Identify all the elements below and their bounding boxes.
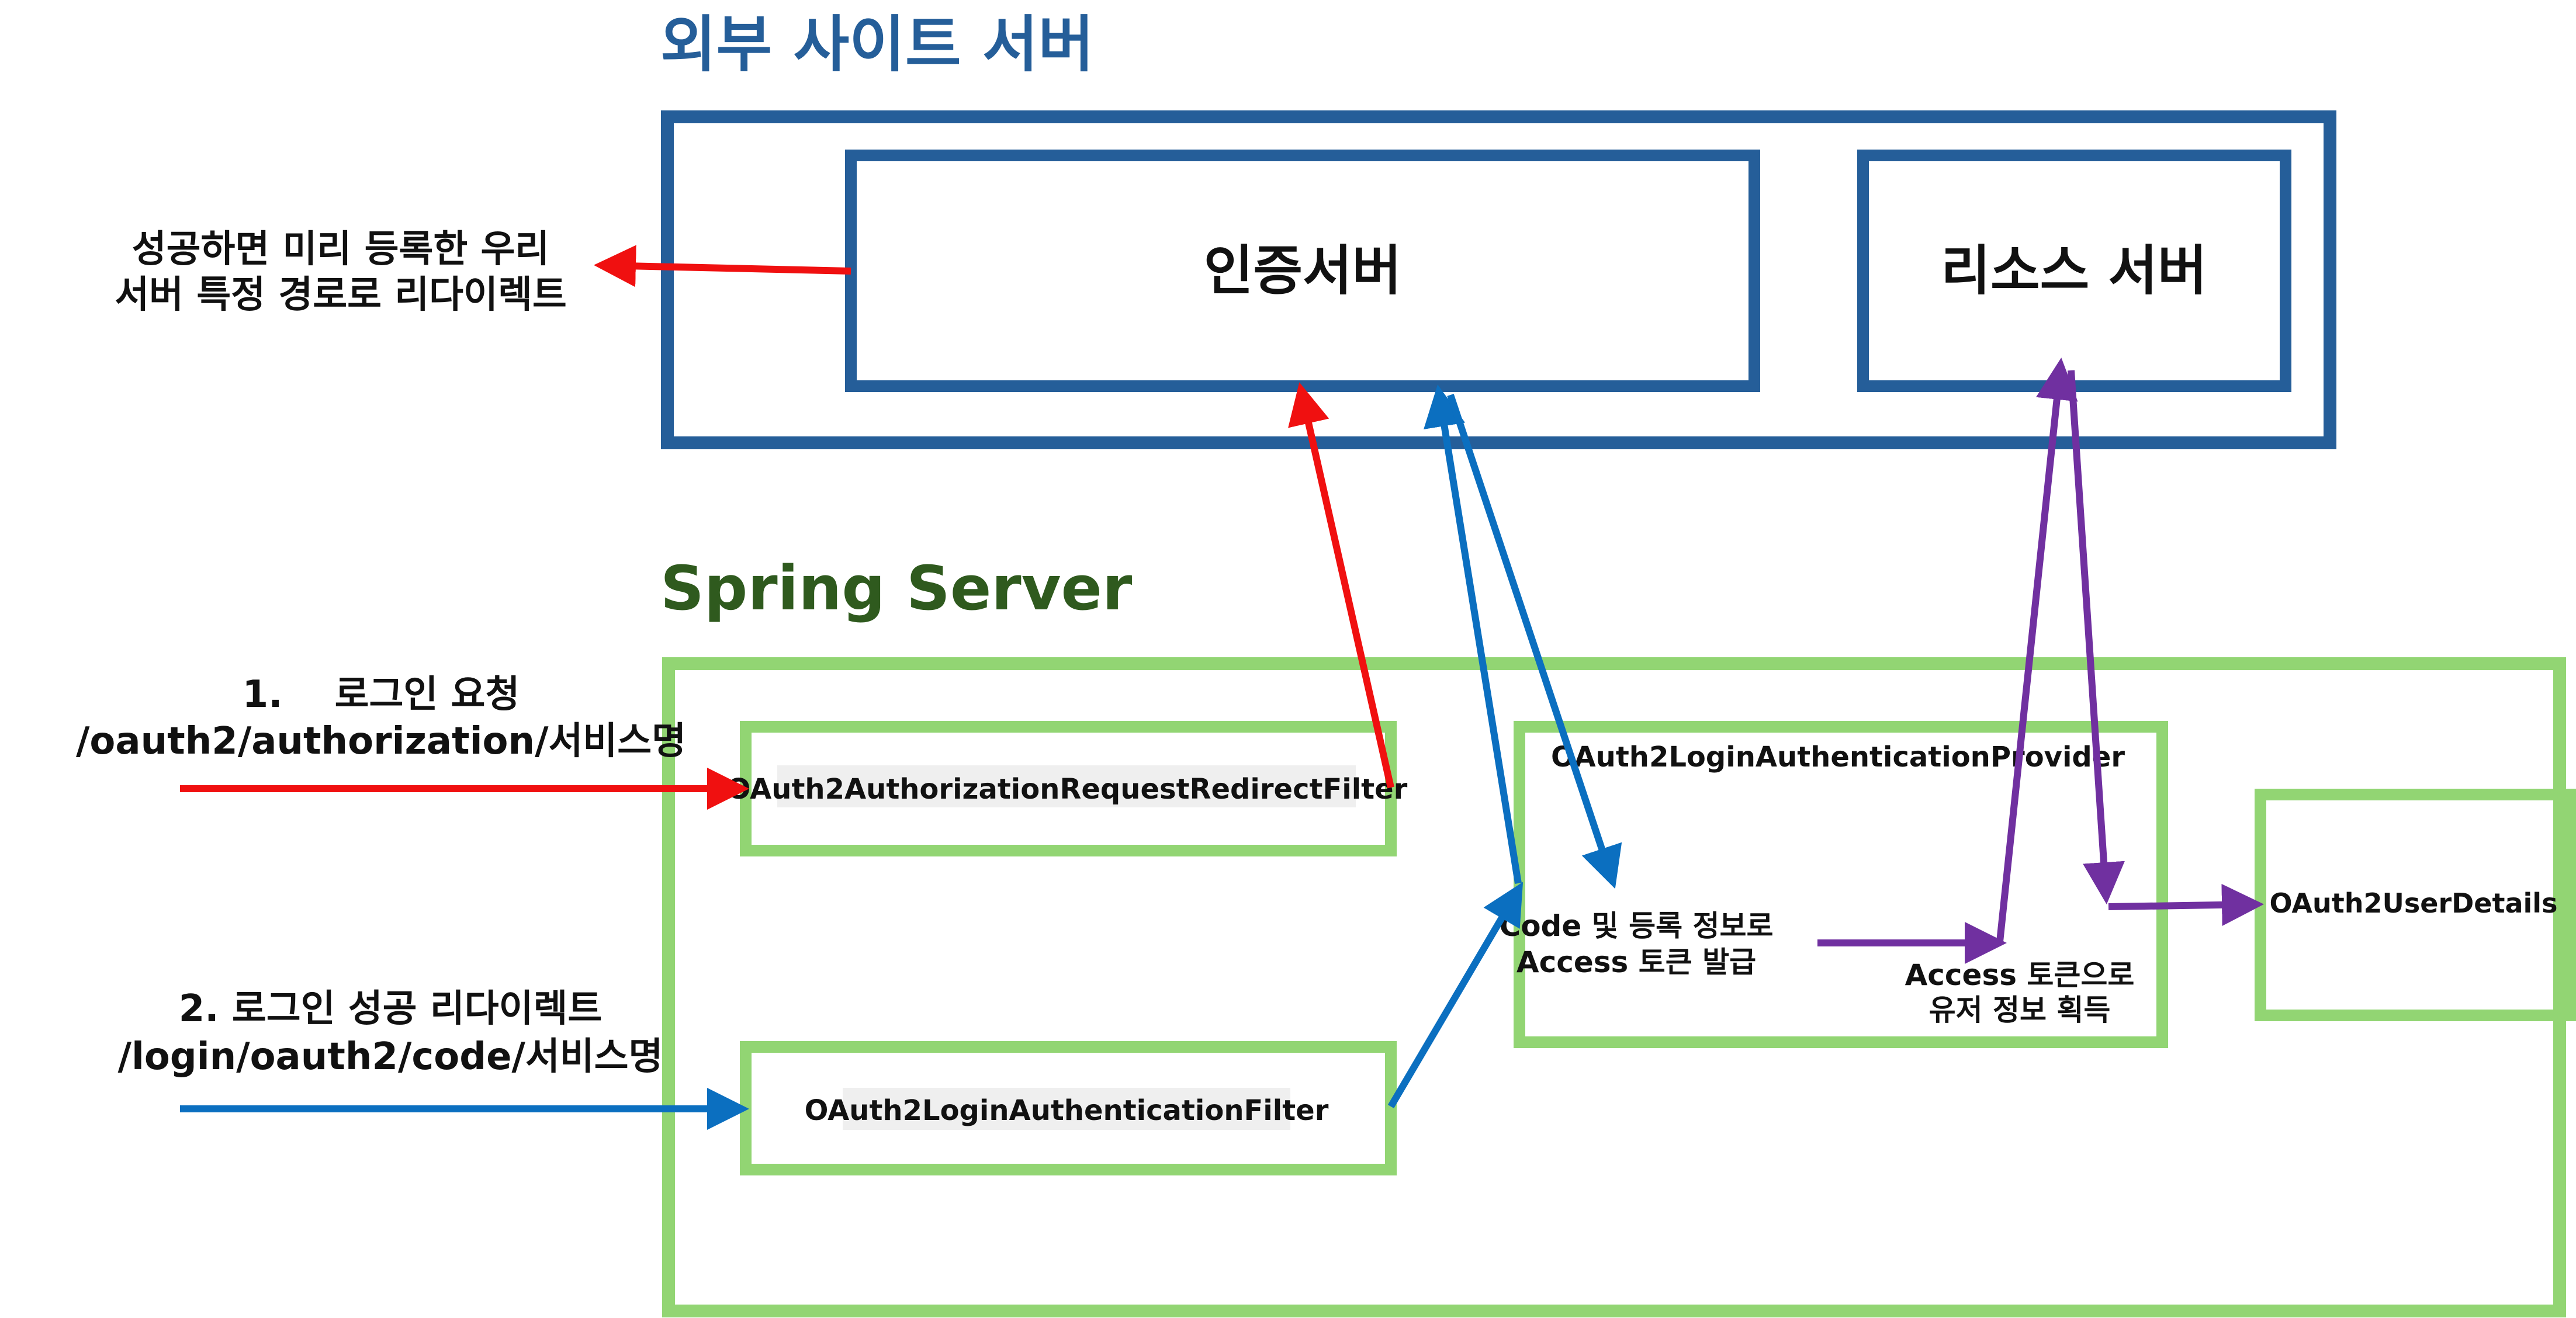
arrow-resource-to-provider [2068, 370, 2125, 904]
spring-server-box [662, 657, 2566, 1317]
redirect-filter-label-bg [777, 765, 1356, 807]
spring-server-title: Spring Server [660, 553, 1132, 624]
arrow-userinfo-to-resource [1996, 358, 2078, 942]
login-filter-label-bg [843, 1088, 1290, 1130]
provider-label-bg [1588, 735, 2086, 777]
userinfo-note-line-2: 유저 정보 획득 [1929, 993, 2111, 1027]
token-note-line-2: Access 토큰 발급 [1516, 945, 1756, 979]
arrow-auth-to-provider [1447, 394, 1622, 889]
redirect-note-line-2: 서버 특정 경로로 리다이렉트 [115, 273, 566, 317]
success-label-line-2: /login/oauth2/code/서비스명 [118, 1035, 663, 1078]
arrow-auth-to-redirect-note [594, 245, 851, 287]
login-filter-label: OAuth2LoginAuthenticationFilter [805, 1094, 1329, 1127]
user-details-label: OAuth2UserDetails [2270, 887, 2558, 919]
request-label-line-1: 1. 로그인 요청 [243, 673, 520, 716]
resource-server-label: 리소스 서버 [1941, 240, 2207, 302]
userinfo-note-line-1: Access 토큰으로 [1905, 958, 2135, 992]
request-label-line-2: /oauth2/authorization/서비스명 [76, 720, 686, 763]
arrow-redirect-filter-to-auth [1288, 382, 1394, 789]
auth-server-label: 인증서버 [1204, 240, 1402, 302]
arrow-provider-to-auth [1424, 384, 1522, 884]
provider-label: OAuth2LoginAuthenticationProvider [1551, 741, 2125, 774]
redirect-note-line-1: 성공하면 미리 등록한 우리 [132, 228, 550, 271]
external-server-title: 외부 사이트 서버 [660, 9, 1094, 80]
external-server-box [661, 110, 2336, 449]
redirect-filter-label: OAuth2AuthorizationRequestRedirectFilter [727, 773, 1408, 806]
success-label-line-1: 2. 로그인 성공 리다이렉트 [179, 987, 603, 1031]
arrow-login-filter-to-provider [1387, 882, 1524, 1109]
arrow-provider-to-user-details [2108, 883, 2264, 926]
token-note-line-1: Code 및 등록 정보로 [1500, 909, 1774, 943]
